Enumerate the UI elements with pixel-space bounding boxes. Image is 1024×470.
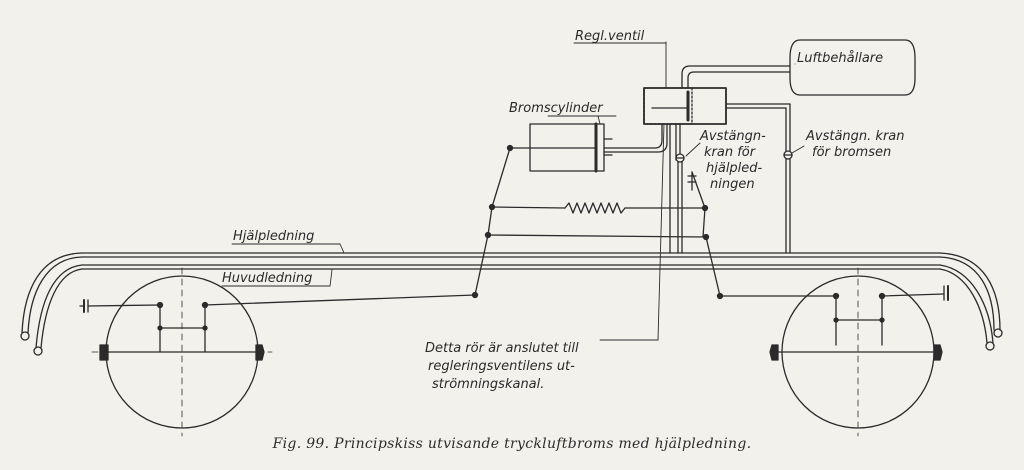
main-line-pipe [81, 264, 941, 270]
note-line1: Detta rör är anslutet till [425, 341, 579, 356]
label-aux-cutoff-line1: Avstängn- [699, 129, 766, 144]
auxiliary-cutoff-cock [675, 153, 697, 254]
label-leader-lines [221, 41, 805, 341]
label-aux-cutoff-line2: kran för [704, 145, 757, 160]
right-brake-rigging [705, 236, 949, 346]
label-main-line: Huvudledning [222, 271, 312, 286]
note-line2: regleringsventilens ut- [428, 359, 575, 374]
label-aux-cutoff-line4: ningen [710, 177, 755, 192]
air-reservoir [681, 39, 916, 254]
label-brake-cutoff-line2: för bromsen [812, 145, 891, 160]
auxiliary-line-pipe [81, 252, 941, 258]
release-spring [564, 202, 626, 214]
left-wheel [91, 267, 273, 437]
label-brake-cylinder: Bromscylinder [509, 101, 604, 116]
regulating-valve [643, 87, 791, 254]
brake-lever-linkage [484, 144, 710, 241]
right-wheel [769, 267, 947, 437]
label-air-reservoir: Luftbehållare [797, 51, 883, 66]
left-hose-coupling [20, 252, 83, 356]
label-regulating-valve: Regl.ventil [575, 29, 645, 44]
brake-cutoff-cock [783, 150, 793, 160]
left-brake-rigging [79, 234, 489, 353]
right-hose-coupling [939, 252, 1003, 351]
note-line3: strömningskanal. [432, 377, 544, 392]
label-brake-cutoff-line1: Avstängn. kran [805, 129, 905, 144]
brake-cylinder [509, 122, 668, 173]
label-aux-cutoff-line3: hjälpled- [706, 161, 763, 176]
figure-caption: Fig. 99. Principskiss utvisande tryckluf… [272, 436, 752, 452]
label-auxiliary-line: Hjälpledning [233, 229, 314, 244]
